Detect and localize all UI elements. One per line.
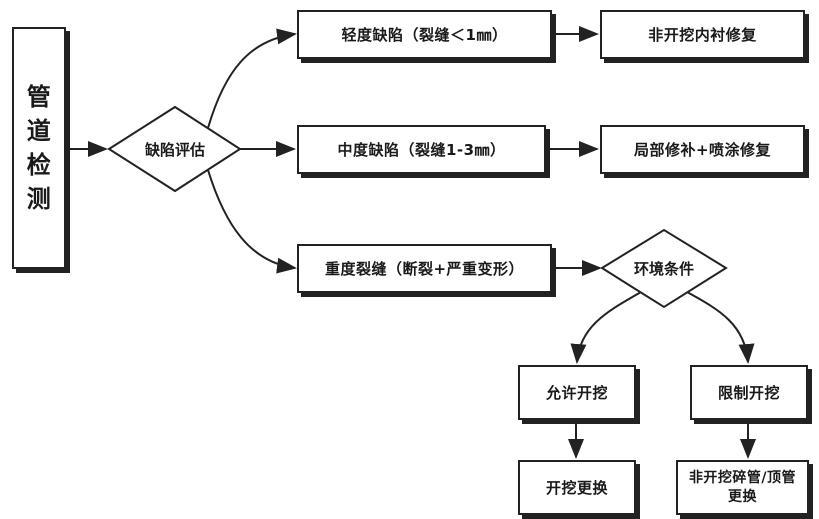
node-result-light: 非开挖内衬修复 [600,10,805,59]
start-node: 管 道 检 测 [12,27,66,269]
decision-diamond-env [600,228,728,309]
node-medium-defect: 中度缺陷（裂缝1-3㎜） [297,125,546,174]
node-result-limit: 非开挖碎管/顶管更换 [676,460,809,515]
node-severe-defect: 重度裂缝（断裂+严重变形） [297,244,552,293]
node-result-medium: 局部修补+喷涂修复 [600,125,805,174]
node-light-defect: 轻度缺陷（裂缝＜1㎜） [297,10,552,59]
node-allow-excavation: 允许开挖 [518,365,636,420]
decision-defect-label: 缺陷评估 [144,140,205,159]
start-char-3: 检 [26,151,52,179]
node-limit-excavation: 限制开挖 [690,365,808,420]
start-char-2: 道 [26,117,52,145]
start-char-1: 管 [26,83,52,111]
node-result-allow: 开挖更换 [518,460,636,515]
decision-env-label: 环境条件 [633,259,694,278]
start-char-4: 测 [26,185,52,213]
